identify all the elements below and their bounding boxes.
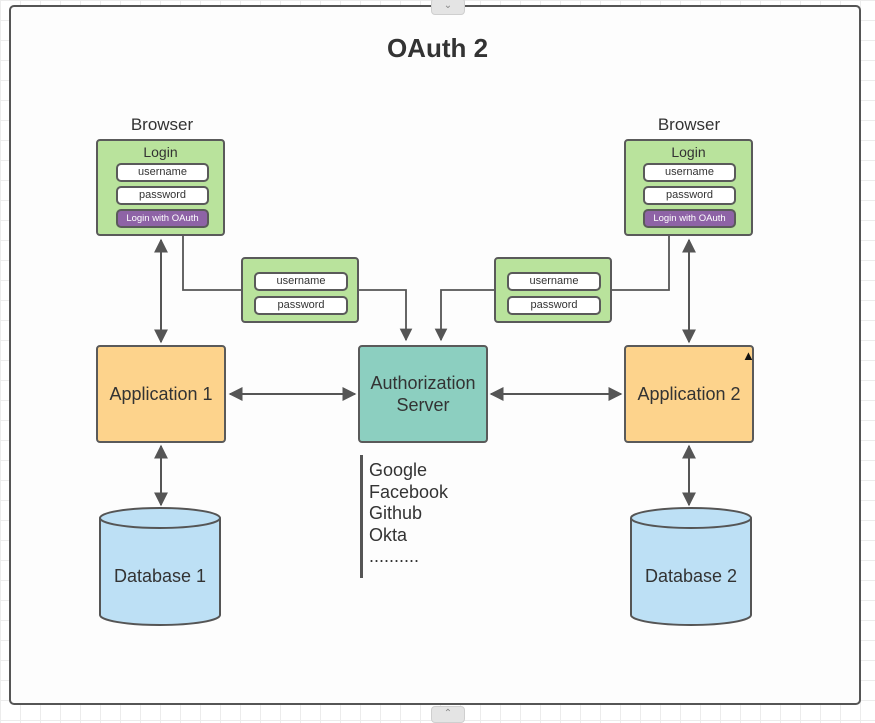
- password-field[interactable]: password: [116, 186, 209, 205]
- credentials-box-1: username password: [241, 257, 359, 323]
- provider-github: Github: [369, 503, 423, 523]
- database-2-label: Database 2: [644, 566, 738, 586]
- browser-label-2: Browser: [657, 115, 721, 134]
- login-with-oauth-button[interactable]: Login with OAuth: [643, 209, 736, 228]
- chevron-down-icon: ⌄: [443, 0, 453, 11]
- provider-okta: Okta: [369, 524, 408, 545]
- application-2: Application 2: [624, 345, 754, 443]
- provider-google: Google: [369, 460, 428, 480]
- password-field: password: [507, 296, 601, 315]
- browser-label-1: Browser: [130, 115, 194, 134]
- username-field[interactable]: username: [643, 163, 736, 182]
- authorization-server-line1: Authorization: [370, 373, 476, 393]
- login-with-oauth-button[interactable]: Login with OAuth: [116, 209, 209, 228]
- provider-facebook: Facebook: [369, 481, 449, 502]
- credentials-box-2: username password: [494, 257, 612, 323]
- authorization-server-line2: Server: [396, 395, 450, 415]
- diagram-title: OAuth 2: [386, 33, 489, 63]
- database-cylinder-1: [99, 507, 221, 626]
- username-field: username: [254, 272, 348, 291]
- provider-list-divider: [360, 455, 363, 578]
- collapse-top-button[interactable]: ⌄: [431, 0, 465, 15]
- database-cylinder-2: [630, 507, 752, 626]
- application-1: Application 1: [96, 345, 226, 443]
- password-field: password: [254, 296, 348, 315]
- password-field[interactable]: password: [643, 186, 736, 205]
- username-field: username: [507, 272, 601, 291]
- browser-login-box-2: Login username password Login with OAuth: [624, 139, 753, 236]
- chevron-up-icon: ⌃: [443, 708, 453, 719]
- authorization-server: Authorization Server: [358, 345, 488, 443]
- username-field[interactable]: username: [116, 163, 209, 182]
- provider-list: Google Facebook Github Okta ..........: [369, 460, 448, 568]
- browser-login-box-1: Login username password Login with OAuth: [96, 139, 225, 236]
- mouse-cursor-icon: ▲: [742, 348, 755, 363]
- login-title: Login: [143, 144, 178, 160]
- database-1-label: Database 1: [113, 566, 207, 586]
- provider-more: ..........: [369, 546, 420, 566]
- login-title: Login: [671, 144, 706, 160]
